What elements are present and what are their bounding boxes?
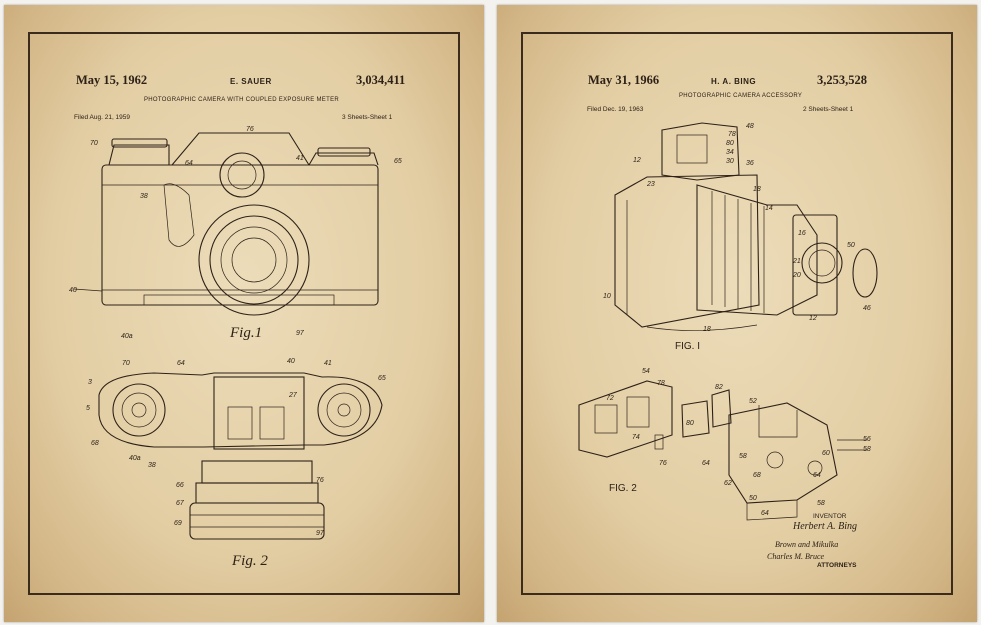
sheet-count: 3 Sheets-Sheet 1: [342, 114, 393, 121]
svg-text:80: 80: [686, 420, 694, 427]
svg-text:64: 64: [702, 460, 710, 467]
svg-text:5: 5: [86, 405, 90, 412]
patent-print-camera-sauer: May 15, 1962 E. SAUER 3,034,411 PHOTOGRA…: [4, 5, 484, 622]
svg-text:30: 30: [726, 158, 734, 165]
svg-text:38: 38: [140, 193, 148, 200]
attorney-signature-2: Charles M. Bruce: [767, 552, 825, 561]
svg-text:12: 12: [809, 315, 817, 322]
fig1-camera-front-drawing: 70 64 76 41 65 38 40 40a 97: [69, 126, 402, 340]
svg-text:12: 12: [633, 157, 641, 164]
svg-text:80: 80: [726, 140, 734, 147]
border-frame: [28, 32, 460, 595]
svg-text:56: 56: [863, 436, 871, 443]
svg-text:72: 72: [606, 395, 614, 402]
patent-number: 3,253,528: [817, 73, 867, 87]
inventor-name: H. A. BING: [711, 77, 757, 86]
svg-text:65: 65: [378, 375, 386, 382]
svg-text:76: 76: [659, 460, 667, 467]
patent-number: 3,034,411: [356, 73, 406, 87]
svg-text:34: 34: [726, 149, 734, 156]
svg-text:69: 69: [174, 520, 182, 527]
svg-text:14: 14: [765, 205, 773, 212]
svg-text:82: 82: [715, 384, 723, 391]
svg-text:40a: 40a: [129, 455, 141, 462]
inventor-name: E. SAUER: [230, 77, 272, 86]
attorney-signature-1: Brown and Mikulka: [775, 540, 839, 549]
patent-title: PHOTOGRAPHIC CAMERA ACCESSORY: [679, 93, 803, 99]
svg-text:10: 10: [603, 293, 611, 300]
svg-text:27: 27: [288, 392, 298, 399]
svg-text:66: 66: [176, 482, 184, 489]
svg-text:23: 23: [646, 181, 655, 188]
svg-text:76: 76: [316, 477, 324, 484]
svg-text:67: 67: [176, 500, 185, 507]
svg-text:54: 54: [642, 368, 650, 375]
svg-text:74: 74: [632, 434, 640, 441]
camera-accessory-drawing: 48 78 80 34 30 36 12 23 18 14 16 21 20 5…: [578, 122, 878, 521]
patent-date: May 31, 1966: [588, 73, 660, 87]
svg-text:18: 18: [703, 326, 711, 333]
svg-text:3: 3: [88, 379, 92, 386]
patent-title: PHOTOGRAPHIC CAMERA WITH COUPLED EXPOSUR…: [144, 97, 340, 103]
svg-text:38: 38: [148, 462, 156, 469]
attorneys-label: ATTORNEYS: [817, 562, 857, 569]
border-frame: [521, 32, 953, 595]
camera-drawing-front-top: 70 64 76 41 65 38 40 40a 97: [69, 126, 402, 540]
svg-text:64: 64: [177, 360, 185, 367]
svg-text:20: 20: [792, 272, 801, 279]
svg-text:58: 58: [863, 446, 871, 453]
svg-text:60: 60: [822, 450, 830, 457]
svg-text:70: 70: [90, 140, 98, 147]
svg-text:62: 62: [724, 480, 732, 487]
svg-text:46: 46: [863, 305, 871, 312]
filed-date: Filed Dec. 19, 1963: [587, 106, 644, 113]
svg-text:65: 65: [394, 158, 402, 165]
svg-text:64: 64: [761, 510, 769, 517]
fig2-camera-top-drawing: 70 64 40 41 65 3 5 68 40a 38 66 67 69 76…: [86, 358, 386, 540]
svg-text:58: 58: [739, 453, 747, 460]
figure-2-label: FIG. 2: [609, 483, 637, 494]
svg-text:18: 18: [753, 186, 761, 193]
svg-text:41: 41: [324, 360, 332, 367]
svg-text:48: 48: [746, 123, 754, 130]
svg-text:78: 78: [657, 380, 665, 387]
svg-text:68: 68: [91, 440, 99, 447]
svg-text:97: 97: [316, 530, 325, 537]
patent-date: May 15, 1962: [76, 73, 148, 87]
svg-text:40: 40: [69, 287, 77, 294]
svg-text:40a: 40a: [121, 333, 133, 340]
svg-text:70: 70: [122, 360, 130, 367]
figure-1-label: Fig.1: [230, 325, 263, 341]
svg-text:68: 68: [753, 472, 761, 479]
svg-text:40: 40: [287, 358, 295, 365]
svg-text:78: 78: [728, 131, 736, 138]
inventor-signature: Herbert A. Bing: [793, 521, 857, 532]
svg-text:97: 97: [296, 330, 305, 337]
svg-text:16: 16: [798, 230, 806, 237]
svg-text:64: 64: [813, 472, 821, 479]
figure-2-label: Fig. 2: [232, 553, 268, 569]
svg-text:21: 21: [792, 258, 801, 265]
svg-text:58: 58: [817, 500, 825, 507]
fig1-folding-camera-drawing: 48 78 80 34 30 36 12 23 18 14 16 21 20 5…: [603, 122, 878, 333]
inventor-label: INVENTOR: [813, 513, 847, 520]
svg-text:50: 50: [749, 495, 757, 502]
svg-text:41: 41: [296, 155, 304, 162]
svg-text:76: 76: [246, 126, 254, 133]
figure-1-label: FIG. I: [675, 341, 700, 352]
svg-text:50: 50: [847, 242, 855, 249]
patent-print-camera-bing: May 31, 1966 H. A. BING 3,253,528 PHOTOG…: [497, 5, 977, 622]
svg-text:64: 64: [185, 160, 193, 167]
fig2-exploded-accessory-drawing: 54 78 82 52 72 74 80 76 64 62 68 64 60 5…: [578, 368, 871, 521]
svg-text:52: 52: [749, 398, 757, 405]
sheet-count: 2 Sheets-Sheet 1: [803, 106, 854, 113]
svg-text:36: 36: [746, 160, 754, 167]
filed-date: Filed Aug. 21, 1959: [74, 114, 131, 121]
